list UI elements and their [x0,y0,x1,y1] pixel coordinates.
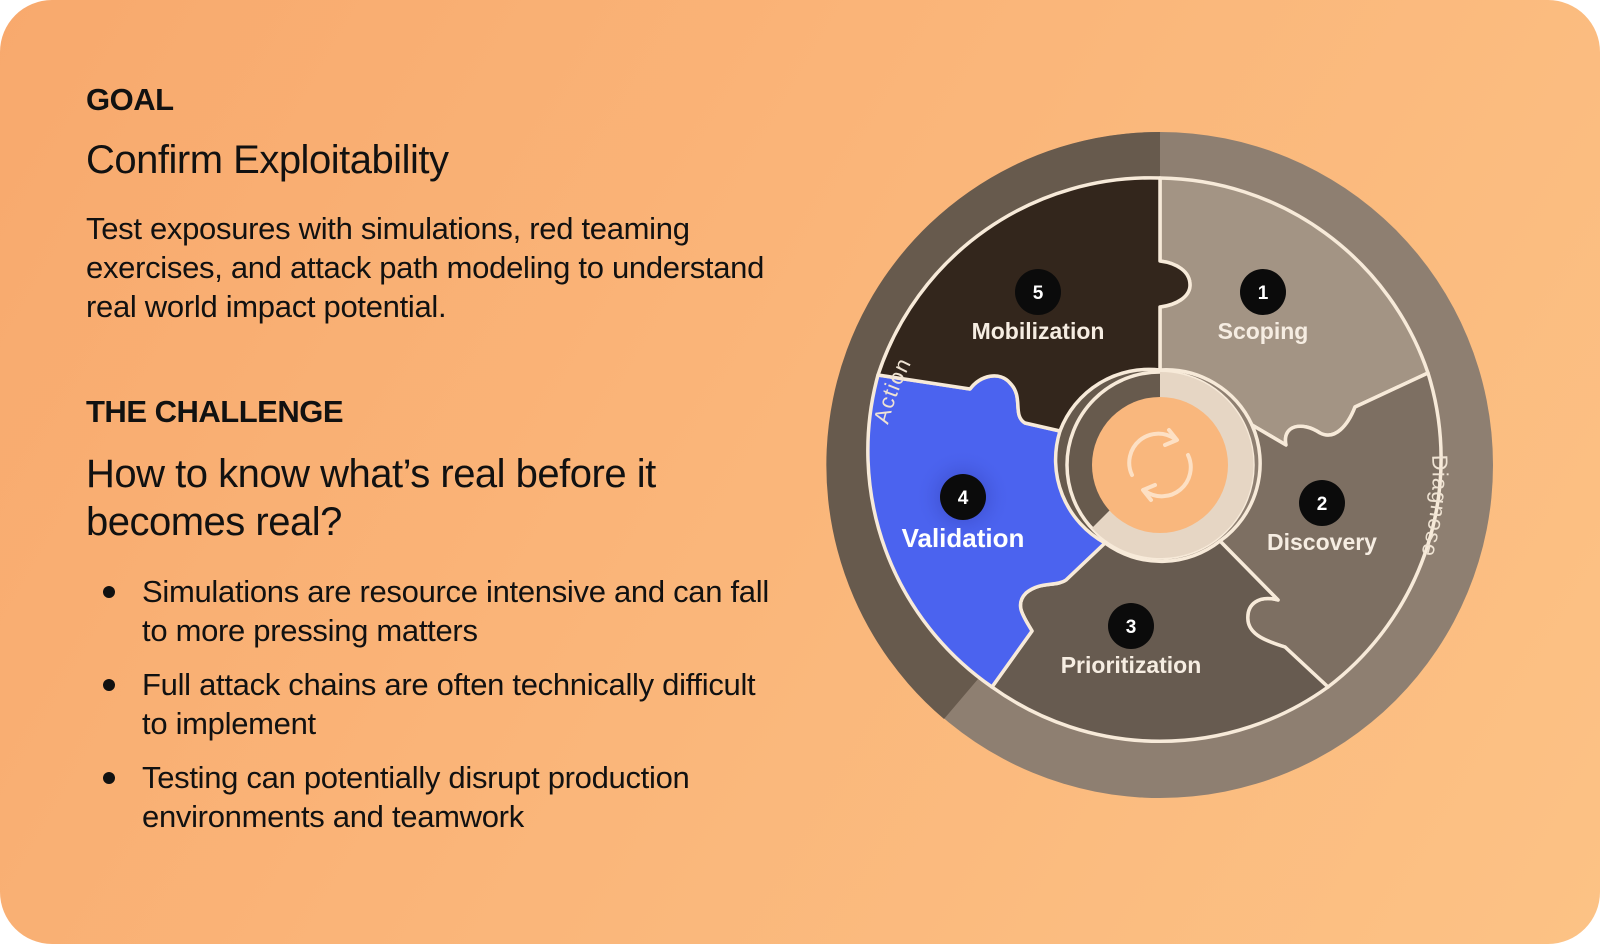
challenge-bullet-text: Testing can potentially disrupt producti… [142,760,690,834]
stage-number-prioritization: 3 [1126,617,1137,638]
stage-number-scoping: 1 [1258,283,1269,304]
stage-number-badge [1108,603,1154,649]
bullet-icon [103,772,115,784]
challenge-bullet: Full attack chains are often technically… [86,665,776,743]
stage-name-validation: Validation [902,523,1025,553]
goal-description: Test exposures with simulations, red tea… [86,211,765,324]
stage-number-mobilization: 5 [1033,283,1044,304]
bullet-icon [103,586,115,598]
stage-name-discovery: Discovery [1267,529,1377,555]
stage-number-discovery: 2 [1317,494,1328,515]
challenge-bullet-text: Full attack chains are often technically… [142,667,756,741]
exposure-management-cycle: Action Diagnose 1 Scoping 2 Discovery 3 … [820,125,1500,805]
challenge-bullet: Simulations are resource intensive and c… [86,572,776,650]
goal-title: Confirm Exploitability [86,138,449,182]
refresh-cycle-icon [1127,428,1193,502]
stage-name-scoping: Scoping [1218,318,1309,344]
cycle-diagram-svg: Action Diagnose 1 Scoping 2 Discovery 3 … [826,131,1493,798]
goal-label: GOAL [86,82,174,117]
challenge-title: How to know what’s real before it become… [86,452,656,544]
stage-name-mobilization: Mobilization [972,318,1105,344]
stage-number-badge [940,474,986,520]
center-hub [1092,397,1228,533]
challenge-label: THE CHALLENGE [86,394,344,429]
bullet-icon [103,679,115,691]
stage-name-prioritization: Prioritization [1061,652,1202,678]
challenge-bullet-text: Simulations are resource intensive and c… [142,574,769,648]
center-hub-progress [1092,371,1254,558]
stage-number-badge [1240,269,1286,315]
challenge-bullet: Testing can potentially disrupt producti… [86,758,776,836]
challenge-bullet-list: Simulations are resource intensive and c… [86,572,776,851]
stage-number-validation: 4 [958,488,969,509]
stage-number-badge [1299,480,1345,526]
stage-number-badge [1015,269,1061,315]
